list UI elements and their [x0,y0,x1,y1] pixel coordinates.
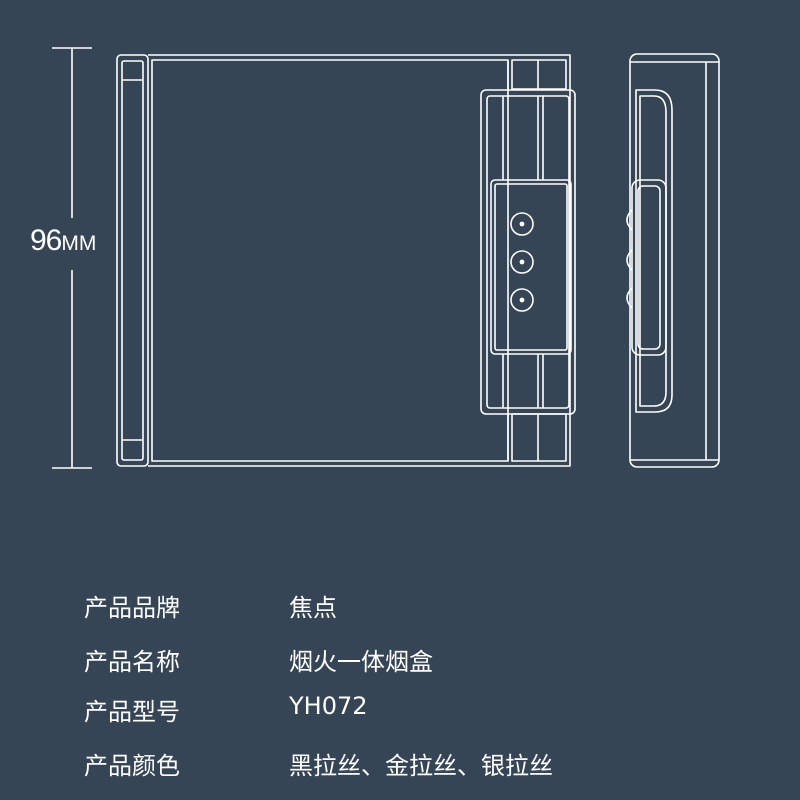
button-middle-icon [510,250,534,274]
spec-row-color: 产品颜色 黑拉丝、金拉丝、银拉丝 [84,746,784,782]
spec-value: 黑拉丝、金拉丝、银拉丝 [289,752,553,780]
spec-label: 产品品牌 [84,594,180,622]
spec-value: YH072 [289,692,368,720]
case-front-view [116,54,576,467]
height-dimension-label: 96MM [30,224,96,258]
spec-row-brand: 产品品牌 焦点 [84,588,784,624]
dimension-unit: MM [61,232,97,255]
dimension-value: 96 [30,224,62,257]
spec-label: 产品颜色 [84,752,180,780]
spec-value: 焦点 [289,594,337,622]
height-dimension-line [52,47,92,469]
spec-row-name: 产品名称 烟火一体烟盒 [84,642,784,678]
spec-label: 产品型号 [84,698,180,726]
spec-row-model: 产品型号 YH072 [84,692,784,728]
button-top-icon [510,212,534,236]
button-bottom-icon [510,288,534,312]
spec-label: 产品名称 [84,648,180,676]
case-side-view [626,53,720,468]
spec-value: 烟火一体烟盒 [289,648,433,676]
